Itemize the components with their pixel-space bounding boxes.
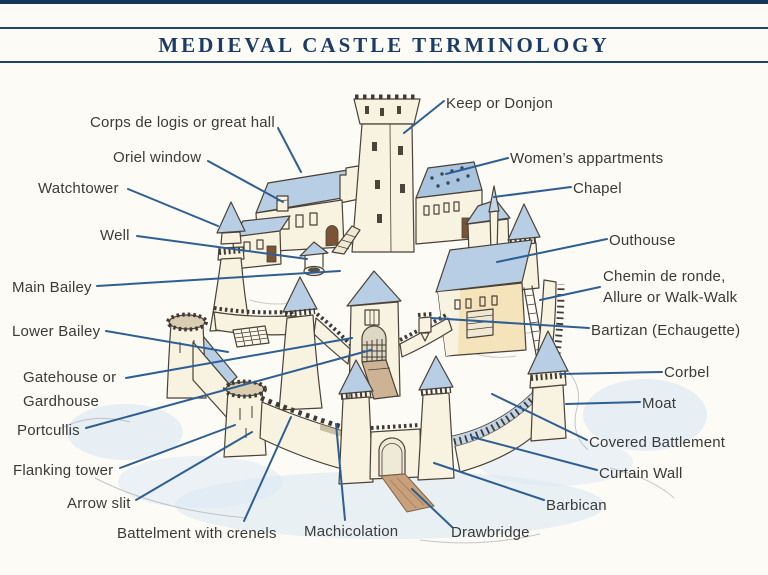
moat: [57, 361, 707, 544]
leader-line-watchtower: [127, 188, 219, 227]
label-curtain-wall: Curtain Wall: [599, 465, 683, 482]
barbican-gate: [369, 423, 422, 480]
leader-line-lower-bailey: [105, 330, 229, 353]
leader-line-gatehouse: [125, 337, 353, 379]
leader-line-flanking-tower: [119, 424, 236, 469]
leader-line-curtain-wall: [471, 436, 598, 471]
leader-line-well: [136, 235, 308, 260]
label-well: Well: [100, 227, 130, 244]
inner-wall-right: [399, 312, 453, 358]
page-title: MEDIEVAL CASTLE TERMINOLOGY: [158, 32, 610, 57]
inner-tower: [278, 276, 323, 411]
label-covered-battlement: Covered Battlement: [589, 434, 726, 451]
label-moat: Moat: [642, 395, 677, 412]
label-outhouse: Outhouse: [609, 232, 676, 249]
label-corbel: Corbel: [664, 364, 710, 381]
label-arrow-slit: Arrow slit: [67, 495, 131, 512]
title-band: MEDIEVAL CASTLE TERMINOLOGY: [0, 27, 768, 63]
corbel-tower: [527, 330, 569, 442]
label-gatehouse: Gatehouse or Gardhouse: [23, 369, 117, 410]
leader-line-moat: [565, 401, 641, 405]
leader-line-outhouse: [496, 238, 608, 263]
barbican-left-tower: [338, 359, 374, 485]
leader-line-portcullis: [85, 349, 372, 429]
label-flanking-tower: Flanking tower: [13, 462, 114, 479]
garden-plot: [232, 325, 270, 348]
inner-gatehouse: [346, 270, 402, 400]
label-barbican: Barbican: [546, 497, 607, 514]
label-watchtower: Watchtower: [38, 180, 119, 197]
label-main-bailey: Main Bailey: [12, 279, 92, 296]
bartizan-turret: [417, 312, 433, 342]
label-bartizan: Bartizan (Echaugette): [591, 322, 741, 339]
leader-line-main-bailey: [96, 270, 341, 287]
leader-line-chemin-de-ronde: [539, 286, 601, 301]
leader-line-keep: [403, 100, 445, 134]
portcullis-grate: [361, 325, 387, 363]
label-oriel-window: Oriel window: [113, 149, 202, 166]
womens-apartments-building: [415, 161, 483, 245]
leader-line-drawbridge: [411, 488, 453, 528]
leader-line-battlement-crenels: [243, 416, 292, 522]
barbican-structure: [338, 355, 455, 513]
label-battlement-crenels: Battelment with crenels: [117, 525, 277, 542]
annex-building: [232, 215, 291, 270]
label-portcullis: Portcullis: [17, 422, 80, 439]
label-chemin-de-ronde: Chemin de ronde, Allure or Walk-Walk: [603, 268, 738, 306]
leader-line-machicolation: [335, 423, 346, 521]
label-corps-de-logis: Corps de logis or great hall: [90, 114, 275, 131]
leader-line-chapel: [493, 186, 572, 198]
leader-line-barbican: [433, 462, 545, 501]
label-keep: Keep or Donjon: [446, 95, 554, 112]
label-womens-appartments: Women’s appartments: [510, 150, 664, 167]
oriel-window-bay: [276, 195, 289, 212]
leader-line-corps-de-logis: [277, 127, 302, 173]
drawbridge-ramp: [380, 473, 435, 513]
leader-line-bartizan: [430, 317, 590, 329]
label-drawbridge: Drawbridge: [451, 524, 530, 541]
leader-line-corbel: [559, 371, 663, 375]
leader-line-arrow-slit: [135, 431, 253, 501]
label-chapel: Chapel: [573, 180, 622, 197]
flanking-tower-structure: [223, 379, 267, 458]
label-lower-bailey: Lower Bailey: [12, 323, 101, 340]
well-structure: [299, 241, 329, 277]
leader-line-womens-appartments: [445, 157, 509, 175]
leader-line-covered-battlement: [491, 393, 588, 441]
label-machicolation: Machicolation: [304, 523, 399, 540]
leader-lines: [85, 100, 663, 528]
leader-line-oriel-window: [207, 160, 284, 203]
barbican-right-tower: [417, 355, 455, 481]
keep-tower: [331, 94, 421, 255]
top-border-bar: [0, 0, 768, 4]
